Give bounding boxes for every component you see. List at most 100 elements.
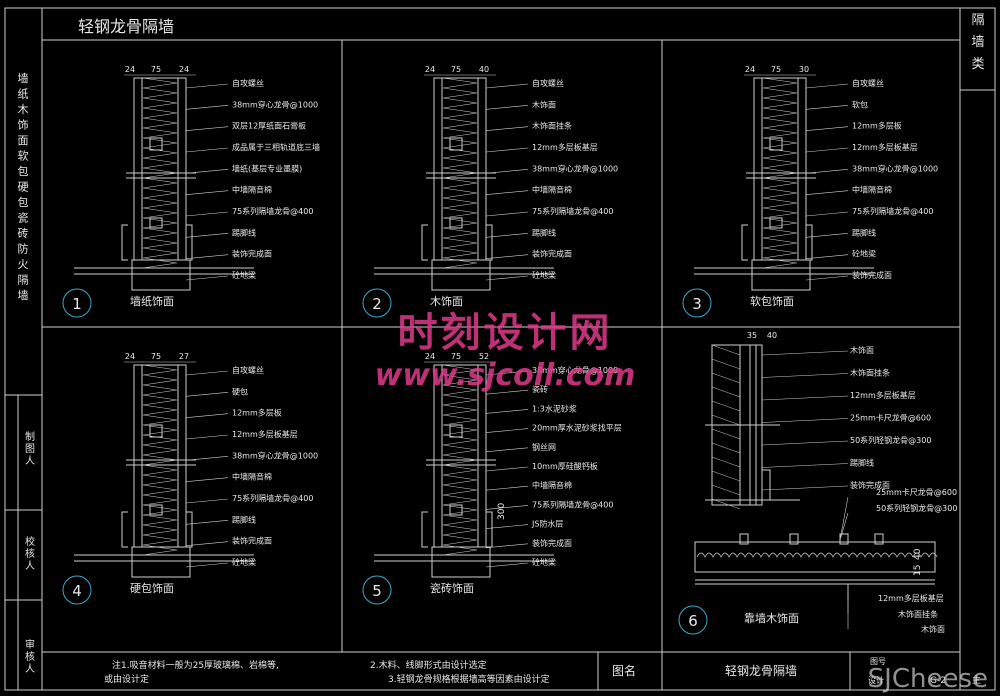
- leader-line: [185, 275, 229, 281]
- vertical-char: 校: [25, 535, 35, 548]
- leader-line: [805, 211, 849, 217]
- leader-line: [185, 392, 229, 397]
- callout-label: 墙纸(基层专业墨膜): [232, 163, 302, 173]
- vertical-char: 隔: [18, 274, 29, 287]
- note-2: 2.木料、线脚形式由设计选定: [370, 659, 487, 671]
- vertical-char: 墙: [18, 288, 29, 302]
- skirting: [186, 224, 193, 261]
- dimension-label: 30: [799, 65, 809, 74]
- wall-hatch: [711, 470, 741, 482]
- callout-label: 20mm厚水泥砂浆找平层: [532, 423, 622, 433]
- callout-label: JS防水层: [531, 519, 563, 529]
- vertical-char: 图: [25, 443, 35, 455]
- callout-label: 装饰完成面: [232, 536, 272, 546]
- leader-line: [185, 190, 229, 195]
- plan-stud: [789, 533, 799, 545]
- wall-board-right: [797, 77, 807, 261]
- concrete-curb: [431, 259, 491, 291]
- detail-number: 5: [372, 582, 382, 600]
- note-1b: 或由设计定: [104, 673, 149, 685]
- leader-line: [185, 498, 229, 504]
- callout-label: 踢脚线: [850, 458, 874, 468]
- vertical-char: 制: [25, 430, 35, 443]
- leader-line: [185, 105, 229, 110]
- wall-board-right: [177, 364, 187, 548]
- note-3: 3.轻钢龙骨规格根据墙高等因素由设计定: [388, 673, 550, 685]
- leader-line: [185, 434, 229, 440]
- callout-label: 12mm多层板基层: [852, 142, 918, 152]
- callout-label: 钢丝网: [532, 442, 556, 452]
- callout-label: 12mm多层板基层: [878, 593, 944, 603]
- callout-label: 砼地梁: [532, 557, 556, 567]
- detail-name: 墙纸饰面: [130, 294, 174, 308]
- leader-line: [761, 373, 849, 378]
- vertical-char: 瓷: [18, 211, 29, 225]
- leader-line: [839, 512, 849, 541]
- wall-hatch: [711, 400, 741, 412]
- callout-label: 50系列轻钢龙骨@300: [876, 503, 957, 513]
- leader-line: [485, 370, 529, 376]
- wall-hatch: [711, 498, 741, 510]
- vertical-char: 墙: [971, 35, 984, 50]
- dimension-label: 24: [745, 65, 755, 74]
- callout-label: 自攻螺丝: [232, 365, 264, 375]
- dimension-label: 40: [479, 65, 489, 74]
- stud-box: [149, 424, 163, 438]
- dimension-label: 24: [179, 65, 189, 74]
- dimension-label: 24: [425, 65, 435, 74]
- leader-line: [185, 147, 229, 153]
- callout-label: 中墙隔音棉: [532, 480, 572, 490]
- leader-line: [185, 541, 229, 546]
- title-block-label: 图名: [612, 663, 636, 678]
- detail-number-circle: [682, 288, 712, 318]
- callout-label: 硬包: [232, 386, 248, 396]
- leader-line: [185, 83, 229, 89]
- skirting: [806, 224, 813, 261]
- plan-dim-15: 15: [913, 565, 923, 576]
- wall-hatch: [711, 414, 741, 426]
- callout-label: 75系列隔墙龙骨@400: [852, 206, 933, 216]
- dimension-label: 52: [479, 352, 489, 361]
- callout-label: 1:3水泥砂浆: [532, 403, 577, 413]
- wall-hatch: [711, 358, 741, 370]
- detail-number-circle: [62, 288, 92, 318]
- callout-label: 75系列隔墙龙骨@400: [532, 499, 613, 509]
- watermark-cn: 时刻设计网: [397, 310, 613, 356]
- leader-line: [485, 275, 529, 281]
- callout-label: 75系列隔墙龙骨@400: [232, 206, 313, 216]
- vertical-char: 软: [18, 149, 29, 163]
- wall-board-right: [477, 77, 487, 261]
- vertical-char: 类: [971, 57, 984, 72]
- dimension-label: 75: [151, 65, 161, 74]
- callout-label: 50系列轻钢龙骨@300: [850, 435, 931, 445]
- wall-hatch: [711, 456, 741, 468]
- leader-line: [185, 211, 229, 217]
- callout-label: 装饰完成面: [532, 538, 572, 548]
- detail-number: 1: [72, 295, 82, 313]
- title-block-sheet: 图号: [870, 657, 886, 666]
- callout-label: 木饰面挂条: [850, 368, 890, 378]
- vertical-char: 砖: [18, 226, 29, 240]
- callout-label: 中墙隔音棉: [532, 185, 572, 195]
- wall-board-left: [433, 77, 443, 261]
- detail-name: 靠墙木饰面: [744, 611, 799, 625]
- vertical-char: 纸: [18, 88, 29, 101]
- dimension-label: 35: [747, 331, 757, 340]
- vertical-char: 硬: [18, 181, 29, 194]
- callout-label: 中墙隔音棉: [852, 185, 892, 195]
- callout-label: 自攻螺丝: [532, 78, 564, 88]
- leader-line: [185, 477, 229, 482]
- leader-line: [485, 105, 529, 110]
- detail-number: 6: [688, 612, 698, 630]
- stud-box: [449, 137, 463, 151]
- stud-box: [449, 424, 463, 438]
- dimension-label: 24: [425, 352, 435, 361]
- skirting: [186, 511, 193, 548]
- leader-line: [485, 254, 529, 259]
- skirting: [421, 511, 428, 548]
- vertical-char: 木: [18, 103, 29, 116]
- leader-line: [185, 370, 229, 376]
- leader-line: [185, 169, 229, 174]
